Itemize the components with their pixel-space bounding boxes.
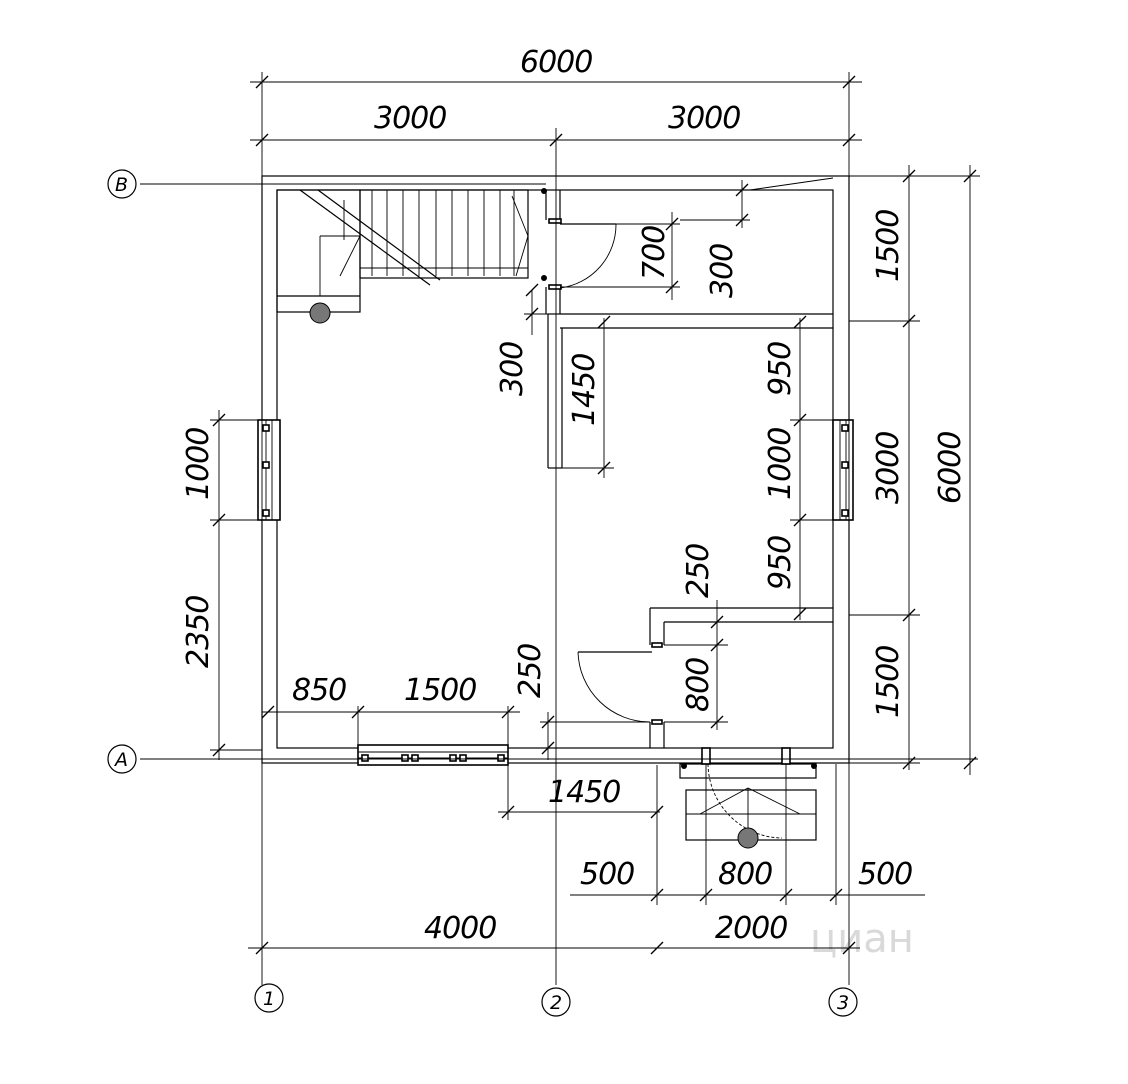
dim-bottom-4000: 4000: [424, 911, 496, 946]
dim-bottom-2000: 2000: [715, 911, 787, 946]
bathroom-door: [548, 218, 617, 290]
bottom-window: [357, 744, 509, 766]
dim-right-window-1000: 1000: [763, 428, 798, 500]
dim-inner-250-top: 250: [681, 544, 716, 598]
svg-text:А: А: [113, 749, 128, 771]
axis-bubble-a: А: [107, 744, 137, 774]
watermark-text: циан: [810, 916, 914, 962]
dim-right-top: 1500: [871, 210, 906, 282]
svg-text:3: 3: [837, 992, 849, 1014]
dim-right-bottom: 1500: [871, 646, 906, 718]
dim-top-left: 3000: [374, 101, 446, 136]
dim-bottom-500-left: 500: [580, 857, 634, 892]
dim-bottom-500-right: 500: [858, 857, 912, 892]
dim-right-950-bottom: 950: [763, 536, 798, 590]
dim-bath-door-300: 300: [705, 244, 740, 298]
dim-bottom-1450: 1450: [548, 775, 620, 810]
stair-riser-icon: [309, 302, 331, 324]
staircase: [276, 188, 547, 324]
dim-partition-1450: 1450: [567, 354, 602, 426]
dim-bottom-850: 850: [292, 673, 346, 708]
dim-bath-door-700: 700: [637, 226, 672, 280]
dim-bottom-800: 800: [718, 857, 772, 892]
exterior-walls: [261, 175, 850, 764]
interior-partitions: [545, 190, 833, 748]
dim-inner-250-left: 250: [513, 644, 548, 698]
dim-left-lower: 2350: [181, 596, 216, 668]
dim-bottom-1500: 1500: [404, 673, 476, 708]
room-door: [577, 642, 663, 725]
dimension-lines: [210, 75, 980, 955]
axis-grid: [140, 72, 978, 985]
dim-right-950-top: 950: [763, 342, 798, 396]
porch-post-icon: [737, 827, 759, 849]
dim-left-window: 1000: [181, 428, 216, 500]
dim-top-total: 6000: [520, 45, 592, 80]
dimension-labels: 6000 3000 3000 1500 3000 1500 6000 1000 …: [181, 45, 968, 946]
svg-text:2: 2: [550, 992, 562, 1014]
svg-text:1: 1: [263, 988, 275, 1010]
dim-top-right: 3000: [668, 101, 740, 136]
dim-inner-door-800: 800: [681, 658, 716, 712]
axis-bubble-3: 3: [828, 987, 858, 1017]
dim-partition-300: 300: [495, 342, 530, 396]
axis-bubble-b: В: [107, 169, 137, 199]
axis-bubble-2: 2: [541, 987, 571, 1017]
svg-text:В: В: [115, 174, 128, 196]
dim-right-middle: 3000: [871, 432, 906, 504]
axis-bubble-1: 1: [254, 983, 284, 1013]
left-window: [257, 419, 281, 521]
dim-right-total: 6000: [933, 432, 968, 504]
right-window: [832, 419, 854, 521]
